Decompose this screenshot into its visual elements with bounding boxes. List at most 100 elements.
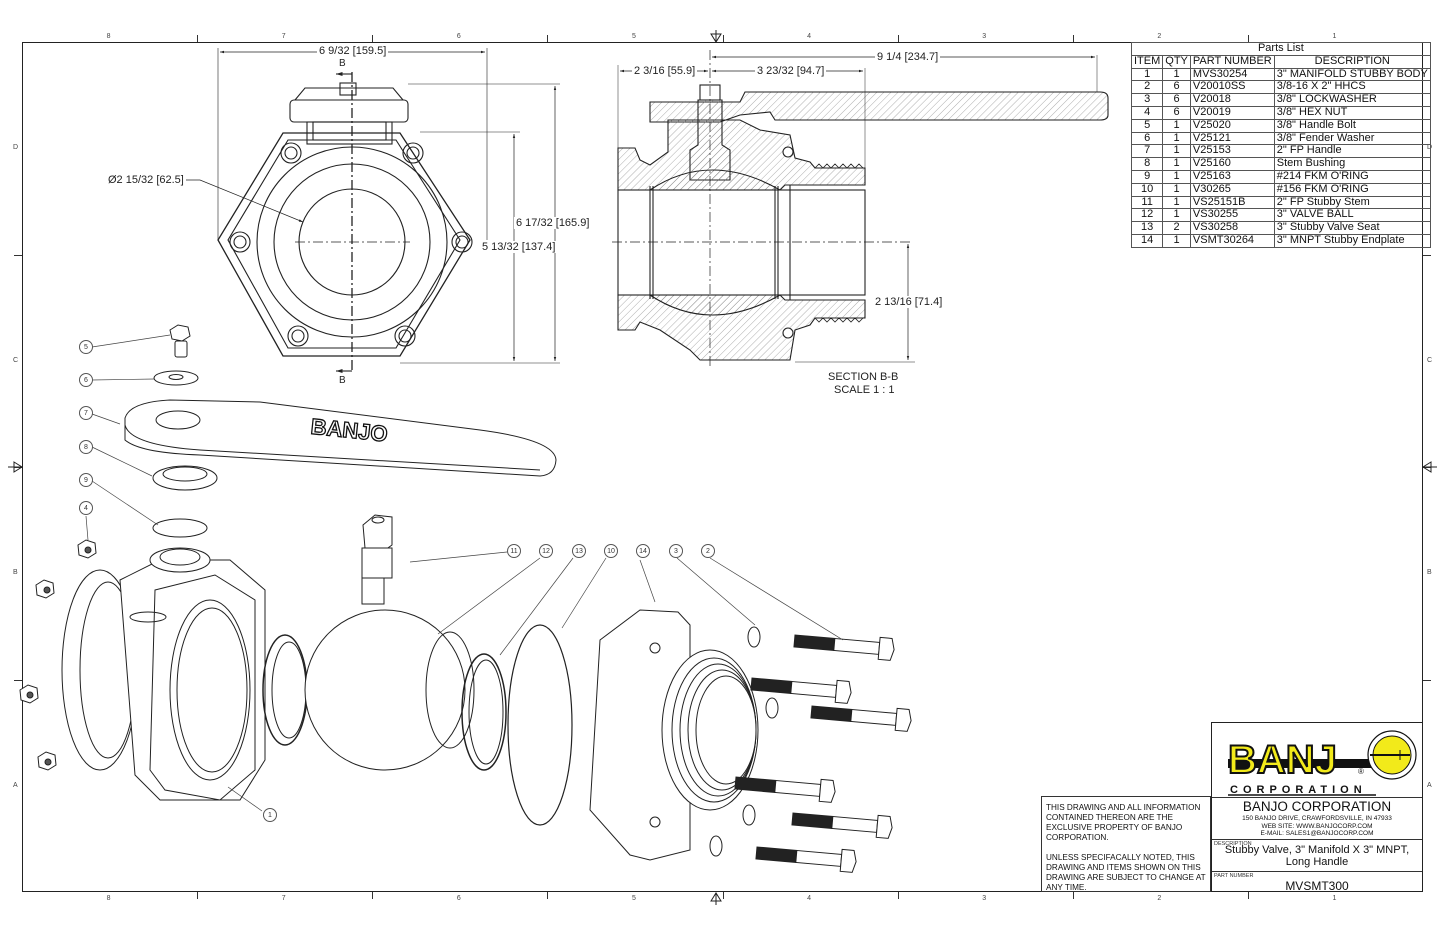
centering-marks xyxy=(8,30,1437,905)
description-line2: Long Handle xyxy=(1285,856,1349,868)
cell-description: #214 FKM O'RING xyxy=(1273,169,1431,184)
col-description: DESCRIPTION xyxy=(1273,54,1431,69)
logo-text: BANJ xyxy=(1228,738,1337,782)
zone-col-8-bottom: 8 xyxy=(106,895,111,902)
zone-col-2-top: 2 xyxy=(1157,33,1162,40)
exploded-view: BANJO xyxy=(19,324,912,873)
disclaimer-para1: THIS DRAWING AND ALL INFORMATION CONTAIN… xyxy=(1046,803,1201,842)
zone-tick xyxy=(897,35,899,42)
cell-description: 3" VALVE BALL xyxy=(1273,208,1431,223)
zone-tick xyxy=(1247,35,1249,42)
callout-balloon-4: 4 xyxy=(79,501,93,515)
zone-row-C-left: C xyxy=(13,356,19,364)
cell-part-number: V30265 xyxy=(1189,182,1275,197)
zone-tick xyxy=(372,892,374,899)
zone-col-2-bottom: 2 xyxy=(1157,895,1162,902)
cell-item: 7 xyxy=(1130,144,1164,159)
dim-width: 6 9/32 [159.5] xyxy=(317,45,389,57)
zone-col-4-top: 4 xyxy=(807,33,811,40)
zone-col-6-top: 6 xyxy=(456,33,461,40)
cell-item: 12 xyxy=(1130,208,1164,223)
cell-part-number: V20010SS xyxy=(1189,80,1275,95)
cell-qty: 6 xyxy=(1162,93,1191,107)
zone-row-C-right: C xyxy=(1427,356,1433,364)
disclaimer-box: THIS DRAWING AND ALL INFORMATION CONTAIN… xyxy=(1041,796,1211,892)
cell-part-number: V25163 xyxy=(1189,169,1275,184)
cell-part-number: VS30258 xyxy=(1189,221,1275,235)
zone-row-D-left: D xyxy=(13,144,19,152)
callout-balloon-13: 13 xyxy=(572,544,586,558)
cell-description: #156 FKM O'RING xyxy=(1273,182,1431,197)
zone-col-6-bottom: 6 xyxy=(456,895,461,902)
callout-balloon-1: 1 xyxy=(263,808,277,822)
zone-tick xyxy=(722,892,724,899)
zone-col-4-bottom: 4 xyxy=(807,895,811,902)
company-website: WEB SITE: WWW.BANJOCORP.COM xyxy=(1261,822,1373,830)
zone-tick xyxy=(547,892,549,899)
cell-description: 3" Stubby Valve Seat xyxy=(1273,221,1431,235)
cell-qty: 1 xyxy=(1162,131,1191,146)
cell-item: 14 xyxy=(1130,233,1164,248)
callout-balloon-8: 8 xyxy=(79,440,93,454)
cell-qty: 2 xyxy=(1162,221,1191,235)
zone-tick xyxy=(1423,679,1431,681)
zone-tick xyxy=(14,254,22,256)
cell-item: 13 xyxy=(1130,221,1164,235)
dim-flange: 5 13/32 [137.4] xyxy=(480,241,558,253)
cell-description: 3/8" Handle Bolt xyxy=(1273,118,1431,133)
description-line1: Stubby Valve, 3" Manifold X 3" MNPT, xyxy=(1224,844,1410,856)
cell-part-number: V25020 xyxy=(1189,118,1275,133)
section-scale: SCALE 1 : 1 xyxy=(832,384,897,396)
section-view xyxy=(612,50,1109,368)
cell-item: 10 xyxy=(1130,182,1164,197)
cell-description: 2" FP Handle xyxy=(1273,144,1431,159)
cell-item: 9 xyxy=(1130,169,1164,184)
dim-bore: Ø2 15/32 [62.5] xyxy=(106,174,186,186)
zone-tick xyxy=(1247,892,1249,899)
cell-part-number: VSMT30264 xyxy=(1189,233,1275,248)
cell-description: 2" FP Stubby Stem xyxy=(1273,195,1431,210)
callout-leaders xyxy=(85,334,844,812)
cell-qty: 1 xyxy=(1162,208,1191,223)
cell-qty: 1 xyxy=(1162,169,1191,184)
cell-qty: 1 xyxy=(1162,118,1191,133)
cell-part-number: V25121 xyxy=(1189,131,1275,146)
cell-qty: 6 xyxy=(1162,105,1191,120)
callout-balloon-6: 6 xyxy=(79,373,93,387)
logo-subtitle: CORPORATION xyxy=(1230,784,1367,796)
callout-balloon-7: 7 xyxy=(79,406,93,420)
cell-part-number: V20018 xyxy=(1189,93,1275,107)
zone-col-3-bottom: 3 xyxy=(982,895,987,902)
col-qty: QTY xyxy=(1162,54,1191,69)
part-number-label: PART NUMBER xyxy=(1214,873,1254,879)
zone-col-3-top: 3 xyxy=(982,33,987,40)
cell-qty: 6 xyxy=(1162,80,1191,95)
part-handle-bolt xyxy=(169,324,191,358)
company-name: BANJO CORPORATION xyxy=(1242,799,1392,814)
zone-col-8-top: 8 xyxy=(106,33,111,40)
cell-description: 3" MANIFOLD STUBBY BODY xyxy=(1273,67,1431,82)
cell-item: 1 xyxy=(1130,67,1164,82)
cell-qty: 1 xyxy=(1162,67,1191,82)
cell-qty: 1 xyxy=(1162,233,1191,248)
cell-description: 3" MNPT Stubby Endplate xyxy=(1273,233,1431,248)
banjo-logo: BANJ ® CORPORATION xyxy=(1220,729,1420,797)
part-bolts xyxy=(734,634,912,873)
part-stem xyxy=(361,514,393,605)
cell-item: 6 xyxy=(1130,131,1164,146)
cell-qty: 1 xyxy=(1162,195,1191,210)
zone-row-A-right: A xyxy=(1427,781,1432,789)
company-email: E-MAIL: SALES1@BANJOCORP.COM xyxy=(1260,830,1374,837)
zone-row-A-left: A xyxy=(13,781,18,789)
callout-balloon-10: 10 xyxy=(604,544,618,558)
dim-height: 6 17/32 [165.9] xyxy=(514,217,592,229)
cell-item: 3 xyxy=(1130,93,1164,107)
